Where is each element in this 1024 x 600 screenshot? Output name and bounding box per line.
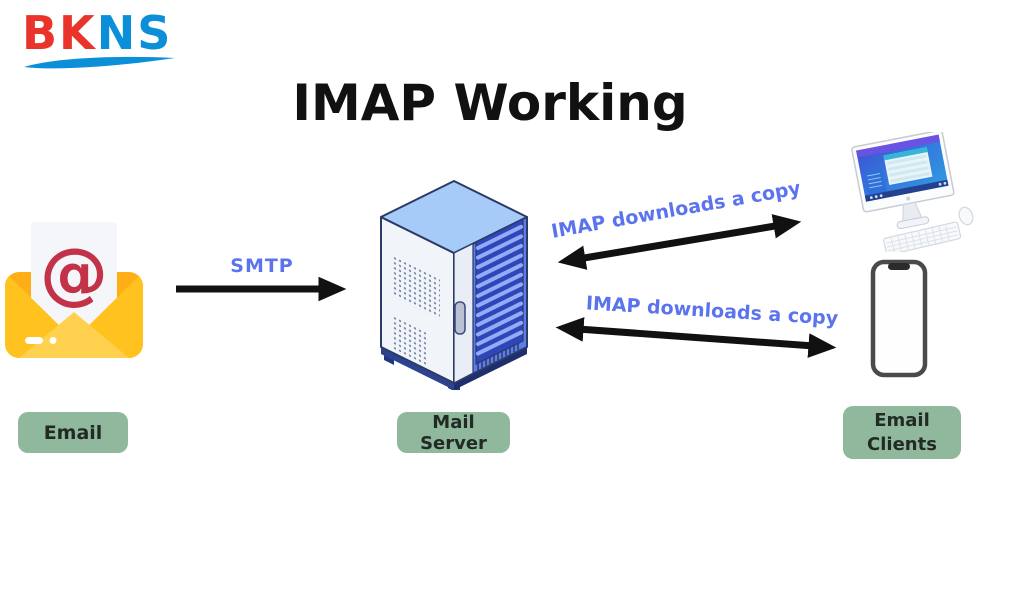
bkns-logo-text: BKNS — [22, 10, 172, 56]
server-vents — [392, 255, 440, 365]
keyboard — [883, 221, 962, 252]
email-node-label-text: Email — [43, 421, 103, 444]
logo-text-red: BK — [22, 6, 97, 60]
server-door-handle — [454, 301, 466, 335]
imap-desktop-flow-label: IMAP downloads a copy — [549, 177, 803, 243]
envelope-front-pocket — [5, 272, 143, 358]
imap-phone-flow-label: IMAP downloads a copy — [585, 292, 839, 330]
email-envelope-icon: @ — [5, 222, 143, 358]
page-title: IMAP Working — [292, 74, 688, 132]
phone-notch — [888, 263, 910, 270]
letter-paper — [31, 222, 117, 326]
mail-server-icon — [380, 180, 528, 390]
imap-phone-arrow — [555, 317, 837, 358]
mail-server-node-label-text: Mail Server — [420, 411, 487, 454]
server-rack-slats — [476, 224, 523, 356]
server-bottom-vents — [477, 343, 519, 370]
smartphone-icon — [870, 259, 928, 378]
email-node-label: Email — [18, 412, 128, 453]
email-clients-node-label: Email Clients — [843, 406, 961, 459]
smtp-flow-label: SMTP — [230, 255, 294, 277]
email-clients-label-line2: Clients — [867, 433, 937, 455]
at-symbol-icon: @ — [40, 234, 108, 313]
email-clients-label-line1: Email — [874, 410, 930, 432]
bkns-logo: BKNS — [22, 10, 175, 69]
mail-server-node-label: Mail Server — [397, 411, 510, 454]
monitor — [851, 132, 955, 230]
mouse — [958, 206, 974, 226]
desktop-computer-icon — [851, 132, 974, 252]
logo-swoosh-icon — [24, 56, 175, 69]
logo-text-blue: NS — [96, 6, 173, 60]
